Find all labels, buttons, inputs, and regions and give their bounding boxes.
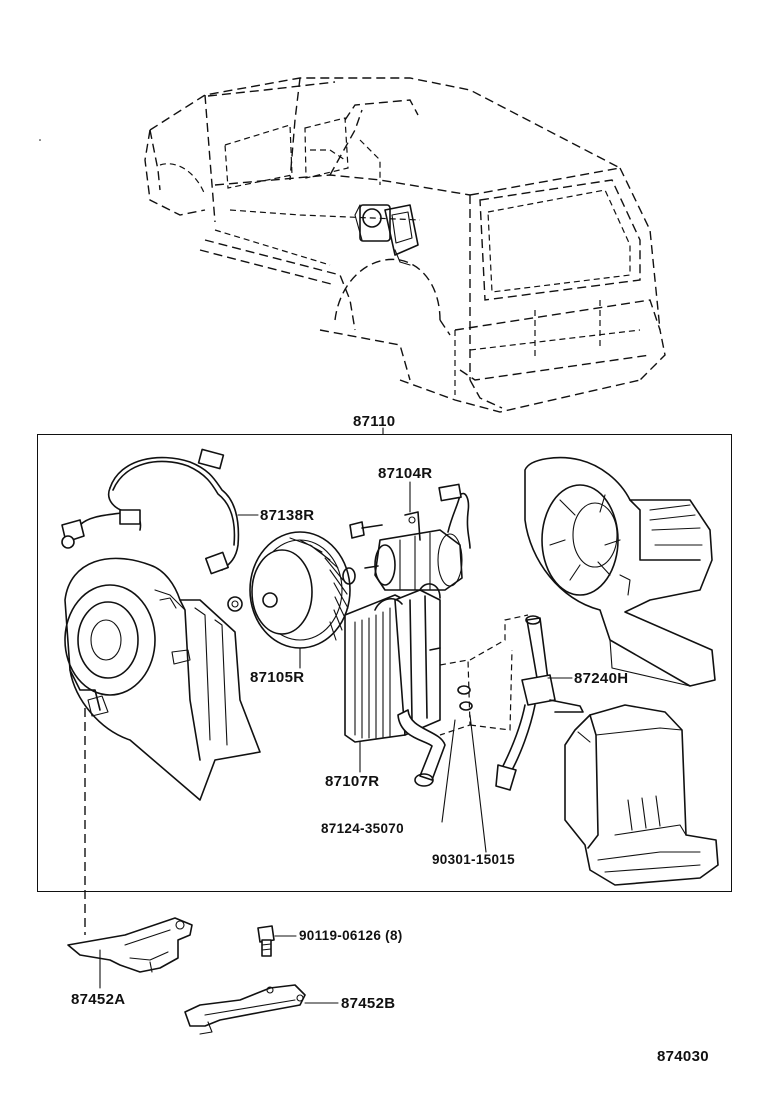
- lower-cover: [564, 704, 719, 886]
- clip-leader: [469, 714, 487, 853]
- figure-number: 874030: [657, 1048, 709, 1065]
- vehicle-outline: [144, 77, 666, 413]
- label-bolt: 90119-06126 (8): [299, 928, 403, 943]
- o-ring-clip: [439, 614, 529, 736]
- label-bracket-b: 87452B: [341, 995, 396, 1012]
- wire-harness-87138R: [61, 448, 240, 575]
- label-valve: 87240H: [574, 670, 629, 687]
- assembly-frame: [37, 434, 732, 892]
- label-assembly: 87110: [353, 413, 396, 430]
- evaporator-87107R: [344, 583, 446, 787]
- label-bracket-a: 87452A: [71, 991, 126, 1008]
- blower-motor-87104R: [342, 483, 471, 591]
- fan-shroud: [524, 456, 716, 687]
- blower-fan-87105R: [249, 531, 351, 649]
- bracket-87452B: [184, 984, 306, 1035]
- bracket-87452A: [67, 917, 193, 973]
- label-fan: 87105R: [250, 669, 305, 686]
- label-evaporator: 87107R: [325, 773, 380, 790]
- label-hose: 87124-35070: [321, 821, 404, 836]
- label-harness: 87138R: [260, 507, 315, 524]
- label-resistor: 87104R: [378, 465, 433, 482]
- nut: [227, 596, 243, 612]
- expansion-valve-87240H: [495, 615, 584, 791]
- label-clip: 90301-15015: [432, 852, 515, 867]
- bolt: [257, 925, 275, 957]
- hose-leader: [441, 719, 456, 823]
- blower-case: [64, 557, 261, 801]
